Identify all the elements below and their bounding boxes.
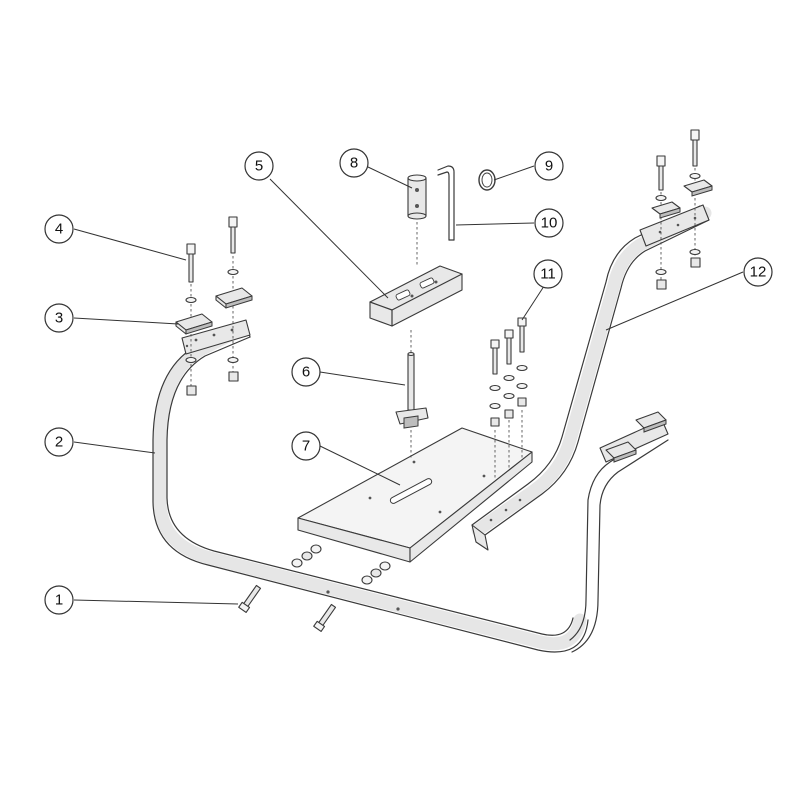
- callout-12: 12: [743, 257, 773, 287]
- part-5-clamp-bracket: [369, 265, 463, 327]
- part-12-right-frame: [471, 204, 712, 653]
- part-10-l-pin: [437, 165, 455, 241]
- callout-2-label: 2: [55, 434, 63, 451]
- callout-11-label: 11: [540, 266, 556, 283]
- leader-lines: [73, 165, 744, 605]
- callout-11: 11: [533, 259, 563, 289]
- part-3-left-clamps: [175, 287, 253, 396]
- callout-7: 7: [291, 431, 321, 461]
- part-8-sleeve: [407, 174, 427, 266]
- part-7-seat-plate: [297, 427, 533, 563]
- callout-12-label: 12: [750, 264, 767, 281]
- callout-5-label: 5: [255, 158, 263, 175]
- callout-5: 5: [244, 151, 274, 181]
- callout-1: 1: [44, 585, 74, 615]
- callout-9: 9: [534, 151, 564, 181]
- callout-7-label: 7: [302, 438, 310, 455]
- callout-6-label: 6: [302, 364, 310, 381]
- callout-4: 4: [44, 214, 74, 244]
- right-clamps-and-bolts: [605, 129, 713, 463]
- part-4-left-bolts: [185, 216, 239, 388]
- part-6-seat-pin: [395, 330, 429, 460]
- callout-9-label: 9: [545, 158, 553, 175]
- callout-1-label: 1: [55, 592, 63, 609]
- callout-2: 2: [44, 427, 74, 457]
- part-1-bottom-bolts: [238, 544, 391, 632]
- callout-4-label: 4: [55, 221, 63, 238]
- callout-3: 3: [44, 303, 74, 333]
- part-11-seat-bolts: [489, 317, 528, 480]
- callout-3-label: 3: [55, 310, 63, 327]
- callout-10: 10: [534, 208, 564, 238]
- callout-8: 8: [339, 148, 369, 178]
- callout-10-label: 10: [541, 215, 558, 232]
- callout-6: 6: [291, 357, 321, 387]
- callout-8-label: 8: [350, 155, 358, 172]
- part-9-ring: [478, 169, 496, 191]
